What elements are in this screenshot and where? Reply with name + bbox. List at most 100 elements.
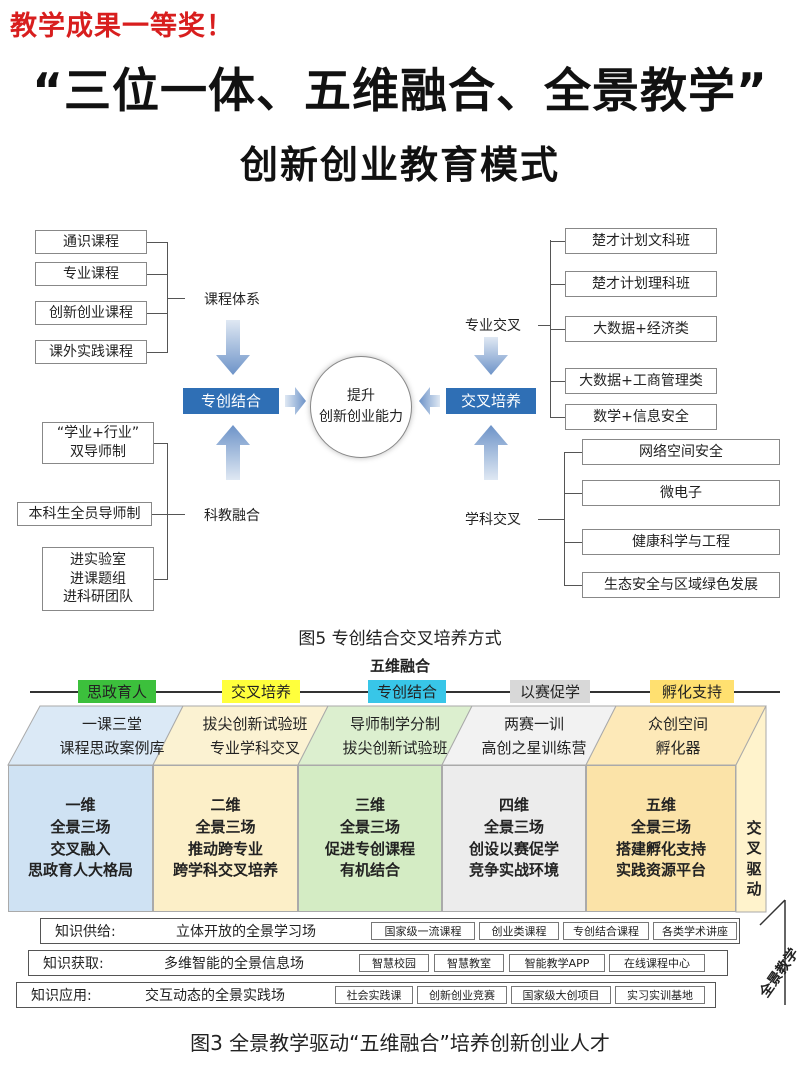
connector [538,519,564,520]
row-tag: 专创结合课程 [563,922,649,940]
zhuanye-jiaocha-label: 专业交叉 [448,315,538,335]
arrow-down-right [474,337,508,375]
row-knowledge-apply: 知识应用: 交互动态的全景实践场 社会实践课 创新创业竞赛 国家级大创项目 实习… [16,982,716,1008]
header-zhuanchuang: 专创结合 [368,680,446,703]
right-item-4: 大数据+工商管理类 [565,368,717,394]
row-tag: 国家级大创项目 [511,986,611,1004]
right-item-8: 健康科学与工程 [582,529,780,555]
right-item-3: 大数据+经济类 [565,316,717,342]
connector [550,417,565,418]
connector [167,514,185,515]
figure3-caption: 图3 全景教学驱动“五维融合”培养创新创业人才 [190,1031,610,1055]
row-label: 知识供给: [55,924,116,940]
arrow-down-left [216,320,250,375]
connector [167,298,185,299]
left-item-5: “学业+行业” 双导师制 [42,422,154,464]
row-knowledge-supply: 知识供给: 立体开放的全景学习场 国家级一流课程 创业类课程 专创结合课程 各类… [40,918,740,944]
connector [154,443,167,444]
connector [167,443,168,580]
top-text-3: 导师制学分制 拔尖创新试验班 [342,715,448,757]
dimension-col-4: 四维 全景三场 创设以赛促学 竞争实战环境 [442,765,586,912]
row-tag: 智能教学APP [509,954,605,972]
left-item-2: 专业课程 [35,262,147,286]
arrows [216,320,508,480]
connector [550,284,565,285]
jiaocha-peiyang-box: 交叉培养 [446,388,536,414]
row-tag: 实习实训基地 [615,986,705,1004]
row-main: 多维智能的全景信息场 [164,956,304,972]
arrow-left-center [419,387,440,415]
zhuanchuang-box: 专创结合 [183,388,279,414]
arrow-right-center [285,387,306,415]
right-item-9: 生态安全与区域绿色发展 [582,572,780,598]
top-text-2: 拔尖创新试验班 专业学科交叉 [202,715,308,757]
right-item-1: 楚才计划文科班 [565,228,717,254]
right-item-6: 网络空间安全 [582,439,780,465]
row-tag: 智慧教室 [434,954,504,972]
connector [550,241,565,242]
connector [538,325,550,326]
row-tag: 在线课程中心 [609,954,705,972]
connector [154,579,167,580]
row-main: 立体开放的全景学习场 [176,924,316,940]
center-label: 提升 创新创业能力 [319,388,403,425]
row-label: 知识获取: [43,956,104,972]
header-saixue: 以赛促学 [510,680,590,703]
connector [564,452,565,585]
connector [147,274,167,275]
arrow-up-right [474,425,508,480]
dimension-col-5: 五维 全景三场 搭建孵化支持 实践资源平台 [586,765,736,912]
row-label: 知识应用: [31,988,92,1004]
left-item-3: 创新创业课程 [35,301,147,325]
connector [564,585,582,586]
dimension-col-1: 一维 全景三场 交叉融入 思政育人大格局 [8,765,153,912]
page-subtitle: 创新创业教育模式 [239,143,560,187]
connector [147,313,167,314]
row-tag: 各类学术讲座 [653,922,737,940]
course-system-label: 课程体系 [187,289,277,309]
left-item-4: 课外实践课程 [35,340,147,364]
connector [167,242,168,353]
xueke-jiaocha-label: 学科交叉 [448,509,538,529]
row-tag: 国家级一流课程 [371,922,475,940]
connector [147,352,167,353]
row-tag: 社会实践课 [335,986,413,1004]
row-tag: 智慧校园 [359,954,429,972]
header-jiaocha: 交叉培养 [222,680,300,703]
left-item-7: 进实验室 进课题组 进科研团队 [42,547,154,611]
top-text-1: 一课三堂 课程思政案例库 [59,715,165,757]
row-tag: 创业类课程 [479,922,559,940]
kejiao-label: 科教融合 [187,505,277,525]
figure5-caption: 图5 专创结合交叉培养方式 [298,629,502,649]
center-circle: 提升 创新创业能力 [310,356,412,458]
fig3-title: 五维融合 [369,657,430,675]
connector [564,542,582,543]
connector [147,242,167,243]
dimension-col-3: 三维 全景三场 促进专创课程 有机结合 [298,765,442,912]
connector [550,329,565,330]
left-item-6: 本科生全员导师制 [17,502,152,526]
row-tag: 创新创业竞赛 [417,986,507,1004]
connector [550,381,565,382]
top-text-5: 众创空间 孵化器 [647,715,708,757]
connector [152,514,167,515]
row-knowledge-acquire: 知识获取: 多维智能的全景信息场 智慧校园 智慧教室 智能教学APP 在线课程中… [28,950,728,976]
left-item-1: 通识课程 [35,230,147,254]
page-title: “三位一体、五维融合、全景教学” [32,64,768,119]
header-sizheng: 思政育人 [78,680,156,703]
connector [550,240,551,417]
right-item-5: 数学+信息安全 [565,404,717,430]
header-fuhua: 孵化支持 [650,680,734,703]
side-face [735,705,767,913]
side-arrow [759,899,786,926]
side-label-jiaocha: 交叉驱动 [746,819,762,898]
award-tag: 教学成果一等奖！ [10,11,234,42]
row-main: 交互动态的全景实践场 [145,988,285,1004]
right-item-2: 楚才计划理科班 [565,271,717,297]
top-text-4: 两赛一训 高创之星训练营 [481,715,587,757]
dimension-col-2: 二维 全景三场 推动跨专业 跨学科交叉培养 [153,765,298,912]
right-item-7: 微电子 [582,480,780,506]
connector [564,452,582,453]
arrow-up-left [216,425,250,480]
connector [564,493,582,494]
